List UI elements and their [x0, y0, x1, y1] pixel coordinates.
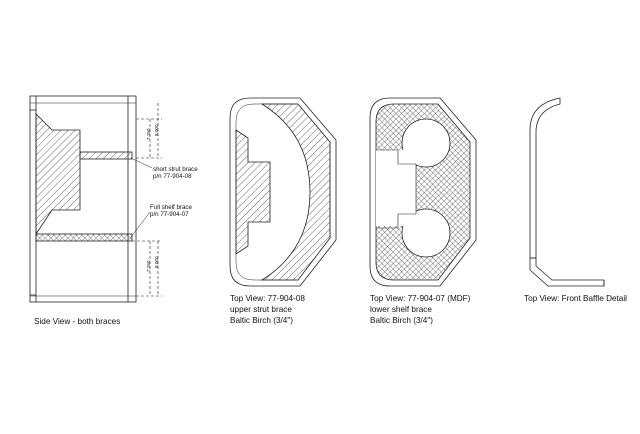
driver-motor-section: [35, 113, 81, 236]
side-view-caption: Side View - both braces: [34, 317, 121, 326]
upper-strut-view: [229, 97, 337, 287]
upper-strut-caption-3: Baltic Birch (3/4"): [230, 316, 293, 325]
upper-strut-caption-1: Top View: 77-904-08: [230, 294, 305, 303]
dim-upper-a: 7.250: [146, 128, 151, 141]
front-baffle-view: [529, 97, 605, 287]
upper-strut-caption-2: upper strut brace: [230, 305, 292, 314]
dim-lower-a: 7.250: [146, 260, 151, 273]
full-shelf-label: Full shelf brace: [150, 204, 192, 211]
dim-lower-b: 8.000: [154, 256, 159, 269]
dimension-lower: [132, 240, 162, 297]
short-strut-brace: [79, 151, 133, 160]
dimension-upper: [136, 103, 162, 159]
dim-upper-b: 8.000: [154, 124, 159, 137]
short-strut-label: short strut brace: [153, 166, 198, 173]
full-shelf-brace: [35, 233, 133, 242]
lower-shelf-caption-1: Top View: 77-904-07 (MDF): [370, 294, 471, 303]
leader-full-shelf: [130, 211, 151, 238]
short-strut-pn: p/n 77-904-08: [153, 173, 192, 180]
front-baffle-caption: Top View: Front Baffle Detail: [524, 294, 628, 303]
cabinet-outline: [29, 95, 137, 303]
full-shelf-pn: p/n 77-904-07: [150, 211, 189, 218]
lower-shelf-caption-2: lower shelf brace: [370, 305, 432, 314]
baffle-bottom-return: [529, 258, 605, 287]
upper-strut-brace-section: [260, 103, 331, 281]
upper-strut-driver-section: [235, 129, 271, 255]
side-view: [29, 95, 162, 303]
baffle-front-curve: [529, 97, 561, 259]
leader-short-strut: [130, 157, 153, 169]
lower-shelf-view: [369, 97, 477, 287]
lower-shelf-caption-3: Baltic Birch (3/4"): [370, 316, 433, 325]
